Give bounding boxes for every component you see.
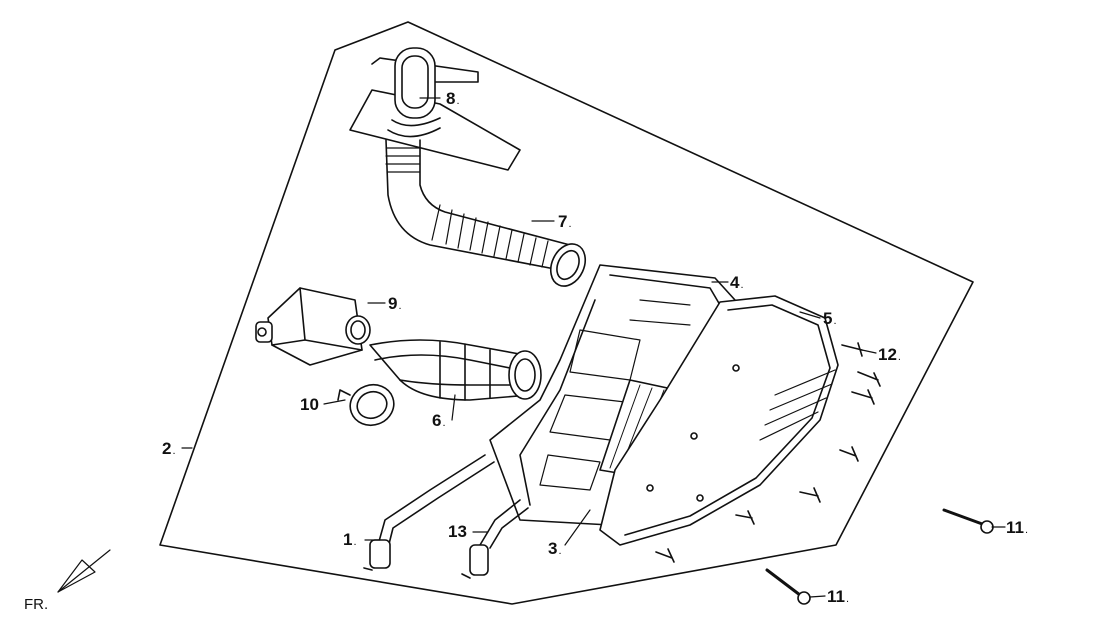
callout-8: 8. — [446, 89, 460, 108]
callout-12: 12. — [878, 345, 901, 364]
callout-9: 9. — [388, 294, 402, 313]
part-13-drain-hose — [461, 499, 529, 579]
part-9-resonator — [255, 287, 371, 366]
direction-label: FR. — [24, 596, 49, 613]
callout-13: 13 — [448, 522, 467, 541]
part-6-connecting-tube — [369, 339, 542, 401]
callout-10: 10 — [300, 395, 319, 414]
part-7-corrugated-hose — [385, 139, 587, 287]
callout-3: 3. — [548, 539, 562, 558]
part-10-clamp — [337, 383, 395, 427]
callout-11-upper: 11. — [1006, 518, 1029, 537]
callout-6: 6. — [432, 411, 446, 430]
part-12-screws — [655, 342, 881, 563]
part-5-cover — [599, 295, 839, 546]
part-8-intake-snorkel — [349, 47, 521, 171]
assembly-outline — [159, 21, 974, 605]
callout-5: 5. — [823, 309, 837, 328]
callout-2: 2. — [162, 439, 176, 458]
callout-4: 4. — [730, 273, 744, 292]
direction-arrow-icon — [57, 549, 111, 593]
callout-1: 1. — [343, 530, 357, 549]
callout-11-lower: 11. — [827, 587, 850, 606]
part-11-bolts — [765, 508, 994, 605]
callout-7: 7. — [558, 212, 572, 231]
